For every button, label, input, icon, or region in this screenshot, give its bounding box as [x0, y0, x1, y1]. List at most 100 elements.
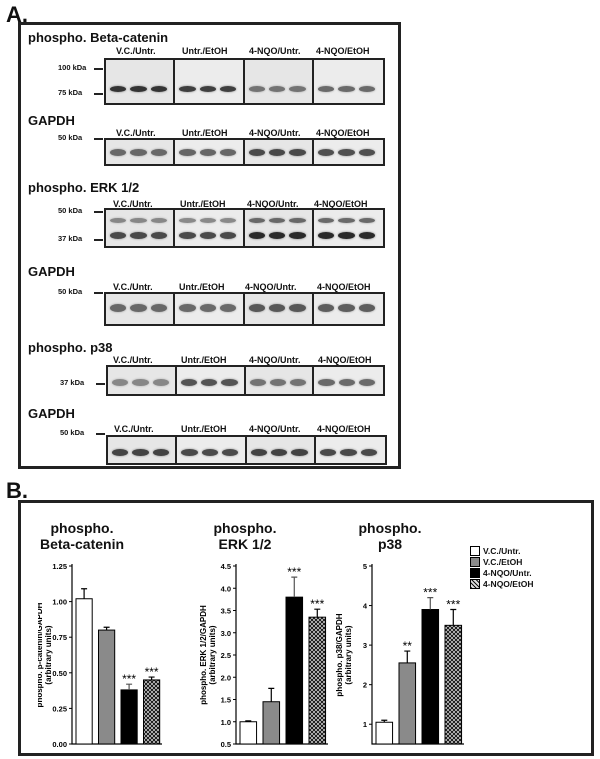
lane-label: 4-NQO/EtOH	[316, 128, 370, 138]
y-tick-label: 2.5	[221, 651, 231, 660]
significance-marker: ***	[287, 565, 301, 579]
blot-title: GAPDH	[28, 113, 75, 128]
blot-title: phospho. p38	[28, 340, 113, 355]
lane-label: V.C./Untr.	[116, 46, 156, 56]
legend-item: V.C./EtOH	[470, 557, 522, 567]
lane-label: V.C./Untr.	[114, 424, 154, 434]
lane-label: Untr./EtOH	[179, 282, 225, 292]
blot-image	[104, 138, 385, 166]
molecular-weight-marker: 100 kDa	[58, 63, 87, 72]
protein-band	[130, 149, 147, 156]
marker-tick	[94, 292, 103, 294]
protein-band	[201, 379, 218, 386]
protein-band	[268, 149, 286, 156]
molecular-weight-marker: 50 kDa	[58, 287, 83, 296]
blot-lane-group	[244, 140, 314, 164]
marker-tick	[94, 93, 103, 95]
protein-band	[317, 304, 335, 312]
error-bar	[126, 683, 133, 690]
error-bar	[404, 650, 411, 663]
y-tick-label: 4.0	[221, 584, 231, 593]
blot-image	[104, 208, 385, 248]
significance-marker: ***	[122, 672, 136, 686]
lane-label: Untr./EtOH	[182, 46, 228, 56]
protein-band	[317, 218, 335, 223]
bar	[285, 596, 304, 745]
protein-band	[268, 232, 286, 239]
protein-band	[358, 304, 375, 312]
protein-band	[179, 149, 196, 156]
blot-image	[106, 365, 385, 396]
lane-label: Untr./EtOH	[181, 355, 227, 365]
y-axis-label: phospho. ERK 1/2/GAPDH	[199, 605, 208, 705]
blot-lane-group	[313, 294, 383, 324]
protein-band	[220, 232, 237, 239]
protein-band	[358, 86, 375, 92]
protein-band	[358, 149, 375, 156]
protein-band	[249, 379, 266, 386]
error-bar	[245, 720, 252, 722]
blot-lane-group	[175, 210, 245, 246]
protein-band	[268, 86, 286, 92]
protein-band	[268, 304, 286, 312]
blot-lane-group	[313, 140, 383, 164]
protein-band	[110, 218, 127, 223]
blot-lane-group	[175, 60, 245, 103]
blot-lane-group	[106, 210, 176, 246]
protein-band	[338, 149, 355, 156]
chart-title: p38	[377, 536, 403, 552]
protein-band	[112, 379, 129, 386]
protein-band	[199, 86, 217, 92]
lane-label: V.C./Untr.	[113, 282, 153, 292]
lane-label: 4-NQO/Untr.	[245, 282, 297, 292]
legend-item: V.C./Untr.	[470, 546, 520, 556]
marker-tick	[94, 211, 103, 213]
bar	[262, 701, 281, 745]
blot-lane-group	[246, 437, 316, 463]
chart-title: phospho.	[358, 520, 422, 536]
protein-band	[179, 304, 196, 312]
blot-lane-group	[244, 210, 314, 246]
protein-band	[358, 218, 375, 223]
error-bar	[148, 676, 155, 680]
protein-band	[222, 449, 239, 456]
protein-band	[291, 449, 308, 456]
chart-title: phospho.	[50, 520, 114, 536]
significance-marker: ***	[423, 586, 437, 600]
blot-lane-group	[176, 367, 246, 394]
marker-tick	[94, 138, 103, 140]
protein-band	[248, 86, 265, 92]
blot-lane-group	[175, 140, 245, 164]
protein-band	[220, 304, 237, 312]
legend-swatch	[470, 568, 480, 578]
protein-band	[112, 449, 129, 456]
protein-band	[132, 379, 149, 386]
protein-band	[199, 304, 217, 312]
protein-band	[199, 232, 217, 239]
lane-label: 4-NQO/Untr.	[249, 46, 301, 56]
protein-band	[110, 232, 127, 239]
lane-label: 4-NQO/EtOH	[317, 282, 371, 292]
protein-band	[150, 232, 168, 239]
protein-band	[319, 449, 337, 456]
y-tick-label: 1.25	[52, 562, 67, 571]
blot-lane-group	[314, 367, 383, 394]
lane-label: 4-NQO/Untr.	[249, 355, 301, 365]
protein-band	[130, 218, 147, 223]
error-bar	[450, 608, 457, 626]
protein-band	[250, 449, 267, 456]
lane-label: 4-NQO/Untr.	[249, 424, 301, 434]
error-bar	[81, 588, 88, 599]
protein-band	[289, 86, 306, 92]
bar	[308, 616, 327, 745]
panel-a-letter: A.	[6, 2, 28, 27]
y-tick-label: 0.25	[52, 704, 67, 713]
protein-band	[130, 232, 147, 239]
lane-label: V.C./Untr.	[113, 199, 153, 209]
protein-band	[338, 304, 355, 312]
y-axis-label: (arbitrary units)	[344, 625, 353, 684]
y-axis-label: phospho. p38/GAPDH	[335, 613, 344, 696]
protein-band	[110, 149, 127, 156]
